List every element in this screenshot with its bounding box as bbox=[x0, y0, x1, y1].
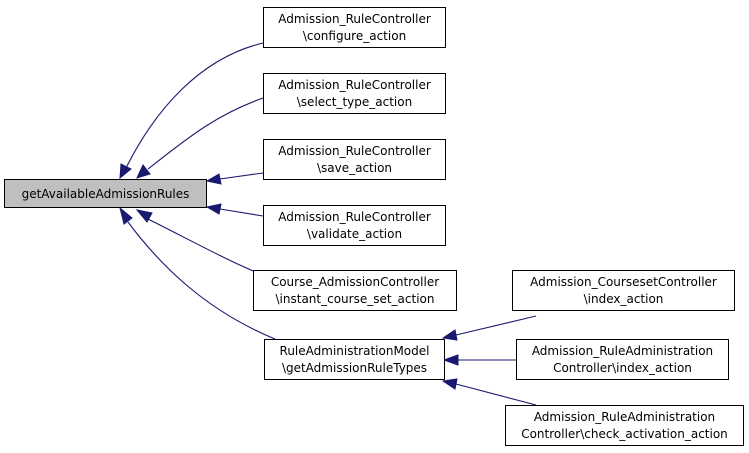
edge-configure-to-root bbox=[125, 42, 264, 169]
node-label-line: getAvailableAdmissionRules bbox=[22, 187, 190, 201]
node-configure-action[interactable]: Admission_RuleController \configure_acti… bbox=[263, 7, 446, 48]
node-label-line: \getAdmissionRuleTypes bbox=[282, 361, 427, 375]
node-label-line: \configure_action bbox=[303, 29, 406, 43]
node-label-line: Admission_CoursesetController bbox=[530, 275, 717, 289]
node-label-line: Admission_RuleController bbox=[278, 210, 431, 224]
node-label-line: \index_action bbox=[584, 292, 664, 306]
node-ruleadmin-check-activation-action[interactable]: Admission_RuleAdministration Controller\… bbox=[505, 405, 744, 446]
edge-save-to-root-arrowhead bbox=[205, 173, 222, 185]
edge-ruleadmin-index-to-rule-types-arrowhead bbox=[442, 354, 459, 366]
edge-rule-types-to-root-arrowhead bbox=[119, 206, 133, 225]
node-label-line: \save_action bbox=[317, 161, 392, 175]
edge-courseset-index-to-rule-types-arrowhead bbox=[441, 329, 458, 341]
node-select-type-action[interactable]: Admission_RuleController \select_type_ac… bbox=[263, 73, 446, 114]
edge-save-to-root bbox=[219, 172, 264, 180]
node-label-line: Admission_RuleController bbox=[278, 12, 431, 26]
edge-courseset-index-to-rule-types bbox=[455, 315, 537, 336]
node-save-action[interactable]: Admission_RuleController \save_action bbox=[263, 139, 446, 180]
node-get-available-admission-rules[interactable]: getAvailableAdmissionRules bbox=[4, 179, 207, 208]
node-validate-action[interactable]: Admission_RuleController \validate_actio… bbox=[263, 205, 446, 246]
node-ruleadmin-index-action[interactable]: Admission_RuleAdministration Controller\… bbox=[516, 339, 729, 380]
node-get-admission-rule-types[interactable]: RuleAdministrationModel \getAdmissionRul… bbox=[264, 339, 445, 380]
edge-select-type-to-root-arrowhead bbox=[136, 164, 151, 179]
edge-validate-to-root bbox=[219, 208, 264, 217]
node-label-line: \validate_action bbox=[307, 227, 402, 241]
edge-configure-to-root-arrowhead bbox=[119, 163, 132, 180]
node-instant-course-set-action[interactable]: Course_AdmissionController \instant_cour… bbox=[253, 270, 457, 311]
edge-validate-to-root-arrowhead bbox=[205, 203, 222, 215]
edges bbox=[119, 42, 537, 406]
node-label-line: Admission_RuleAdministration bbox=[532, 344, 713, 358]
edge-ruleadmin-check-to-rule-types-arrowhead bbox=[441, 378, 458, 390]
node-label-line: Admission_RuleController bbox=[278, 78, 431, 92]
node-label-line: \select_type_action bbox=[297, 95, 412, 109]
node-courseset-index-action[interactable]: Admission_CoursesetController \index_act… bbox=[512, 270, 735, 311]
node-label-line: Admission_RuleAdministration bbox=[534, 410, 715, 424]
node-label-line: \instant_course_set_action bbox=[276, 292, 435, 306]
edge-rule-types-to-root bbox=[127, 221, 276, 340]
node-label-line: Admission_RuleController bbox=[278, 144, 431, 158]
edge-instant-course-to-root bbox=[147, 218, 264, 276]
edge-ruleadmin-check-to-rule-types bbox=[455, 383, 537, 406]
node-label-line: Controller\check_activation_action bbox=[521, 427, 728, 441]
edge-instant-course-to-root-arrowhead bbox=[135, 209, 153, 223]
node-label-line: RuleAdministrationModel bbox=[280, 344, 430, 358]
node-label-line: Controller\index_action bbox=[553, 361, 692, 375]
edge-select-type-to-root bbox=[147, 97, 264, 170]
node-label-line: Course_AdmissionController bbox=[271, 275, 439, 289]
